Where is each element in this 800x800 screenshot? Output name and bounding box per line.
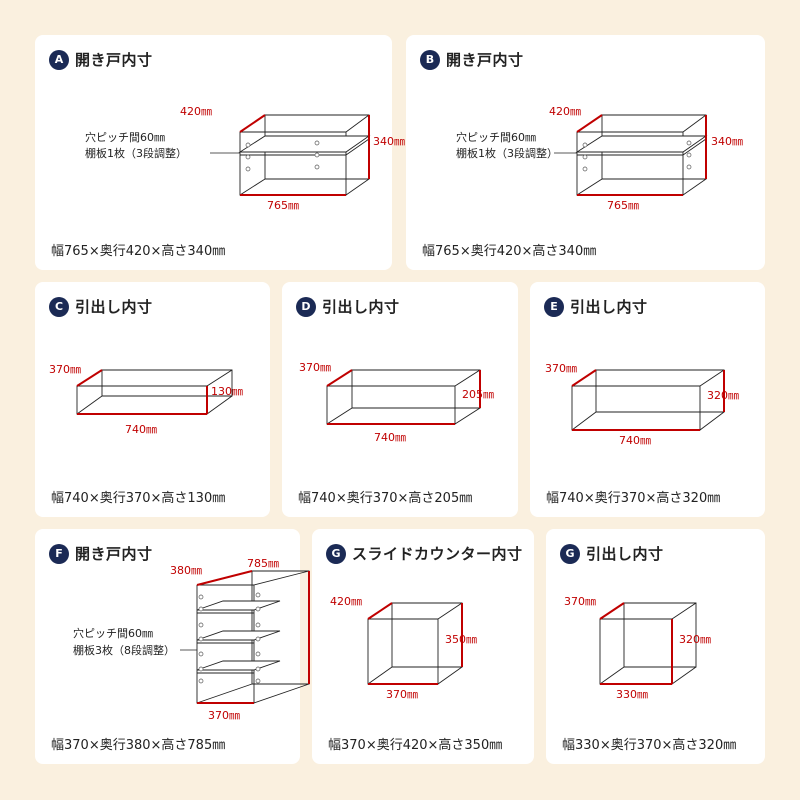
cabinet-diagram: 420㎜ 340㎜ 765㎜ 穴ピッチ間60㎜ 棚板1枚（3段調整） — [85, 105, 405, 212]
height-label: 340㎜ — [373, 135, 405, 148]
card-header: C 引出し内寸 — [49, 296, 153, 317]
card-header: G 引出し内寸 — [560, 543, 664, 564]
card-b: B 開き戸内寸 420㎜ 340㎜ 765㎜ 穴ピッチ間60㎜ 棚板1枚（3段調… — [406, 35, 765, 270]
dimensions-text: 幅740×奥行370×高さ130㎜ — [51, 491, 226, 506]
drawer-diagram: 370㎜ 130㎜ 740㎜ — [49, 363, 243, 436]
hole-pitch-note: 穴ピッチ間60㎜ — [85, 130, 165, 144]
height-label: 785㎜ — [247, 557, 279, 570]
drawer-diagram: 370㎜ 320㎜ 740㎜ — [545, 362, 739, 447]
width-label: 370㎜ — [208, 709, 240, 722]
section-badge: G — [326, 543, 346, 564]
section-title: 開き戸内寸 — [446, 51, 524, 69]
height-label: 130㎜ — [211, 385, 243, 398]
section-badge: G — [560, 543, 580, 564]
card-d: D 引出し内寸 370㎜ 205㎜ 740㎜ 幅740×奥行370×高さ205㎜ — [282, 282, 518, 517]
section-badge: F — [49, 543, 69, 564]
height-label: 340㎜ — [711, 135, 743, 148]
width-label: 370㎜ — [386, 688, 418, 701]
cabinet-diagram: 380㎜ 785㎜ 370㎜ 穴ピッチ間60㎜ 棚板3枚（8段調整） — [73, 557, 310, 722]
card-e: E 引出し内寸 370㎜ 320㎜ 740㎜ 幅740×奥行370×高さ320㎜ — [530, 282, 765, 517]
dimensions-text: 幅740×奥行370×高さ320㎜ — [546, 491, 721, 506]
depth-label: 370㎜ — [564, 595, 596, 608]
section-title: スライドカウンター内寸 — [352, 545, 523, 563]
drawer-diagram: 370㎜ 205㎜ 740㎜ — [299, 361, 494, 444]
card-f: F 開き戸内寸 380㎜ 785㎜ 370㎜ 穴ピッチ間60㎜ 棚板3枚（8段調… — [35, 529, 310, 764]
width-label: 765㎜ — [607, 199, 639, 212]
card-header: A 開き戸内寸 — [49, 49, 153, 70]
depth-label: 370㎜ — [545, 362, 577, 375]
height-label: 320㎜ — [707, 389, 739, 402]
cabinet-diagram: 420㎜ 340㎜ 765㎜ 穴ピッチ間60㎜ 棚板1枚（3段調整） — [456, 105, 743, 212]
section-badge: E — [544, 296, 564, 317]
shelf-note: 棚板3枚（8段調整） — [73, 643, 175, 657]
card-a: A 開き戸内寸 420㎜ 340㎜ 765㎜ 穴ピッチ間60㎜ 棚板1枚（3段調… — [35, 35, 405, 270]
dimensions-text: 幅740×奥行370×高さ205㎜ — [298, 491, 473, 506]
section-title: 開き戸内寸 — [75, 545, 153, 563]
depth-label: 380㎜ — [170, 564, 202, 577]
dimensions-text: 幅330×奥行370×高さ320㎜ — [562, 738, 737, 753]
width-label: 740㎜ — [374, 431, 406, 444]
height-label: 320㎜ — [679, 633, 711, 646]
section-title: 引出し内寸 — [75, 298, 153, 316]
dimensions-text: 幅370×奥行420×高さ350㎜ — [328, 738, 503, 753]
height-label: 205㎜ — [462, 388, 494, 401]
depth-label: 370㎜ — [299, 361, 331, 374]
width-label: 740㎜ — [125, 423, 157, 436]
card-g-slide-counter: G スライドカウンター内寸 420㎜ 350㎜ 370㎜ 幅370×奥行420×… — [312, 529, 534, 764]
hole-pitch-note: 穴ピッチ間60㎜ — [73, 626, 153, 640]
dimensions-text: 幅370×奥行380×高さ785㎜ — [51, 738, 226, 753]
card-header: F 開き戸内寸 — [49, 543, 153, 564]
counter-diagram: 420㎜ 350㎜ 370㎜ — [330, 595, 477, 701]
width-label: 740㎜ — [619, 434, 651, 447]
height-label: 350㎜ — [445, 633, 477, 646]
drawer-diagram: 370㎜ 320㎜ 330㎜ — [564, 595, 711, 701]
section-badge: D — [296, 296, 316, 317]
card-header: E 引出し内寸 — [544, 296, 648, 317]
shelf-note: 棚板1枚（3段調整） — [456, 146, 558, 160]
card-g-drawer: G 引出し内寸 370㎜ 320㎜ 330㎜ 幅330×奥行370×高さ320㎜ — [546, 529, 765, 764]
shelf-note: 棚板1枚（3段調整） — [85, 146, 187, 160]
depth-label: 420㎜ — [549, 105, 581, 118]
width-label: 765㎜ — [267, 199, 299, 212]
section-badge: A — [49, 49, 69, 70]
section-title: 引出し内寸 — [570, 298, 648, 316]
dimensions-text: 幅765×奥行420×高さ340㎜ — [422, 244, 597, 259]
depth-label: 420㎜ — [180, 105, 212, 118]
section-title: 引出し内寸 — [586, 545, 664, 563]
dimensions-text: 幅765×奥行420×高さ340㎜ — [51, 244, 226, 259]
hole-pitch-note: 穴ピッチ間60㎜ — [456, 130, 536, 144]
card-header: G スライドカウンター内寸 — [326, 543, 523, 564]
card-header: B 開き戸内寸 — [420, 49, 524, 70]
section-title: 開き戸内寸 — [75, 51, 153, 69]
width-label: 330㎜ — [616, 688, 648, 701]
section-badge: B — [420, 49, 440, 70]
card-c: C 引出し内寸 370㎜ 130㎜ 740㎜ 幅740×奥行370×高さ130㎜ — [35, 282, 270, 517]
section-title: 引出し内寸 — [322, 298, 400, 316]
depth-label: 370㎜ — [49, 363, 81, 376]
section-badge: C — [49, 296, 69, 317]
depth-label: 420㎜ — [330, 595, 362, 608]
card-header: D 引出し内寸 — [296, 296, 400, 317]
